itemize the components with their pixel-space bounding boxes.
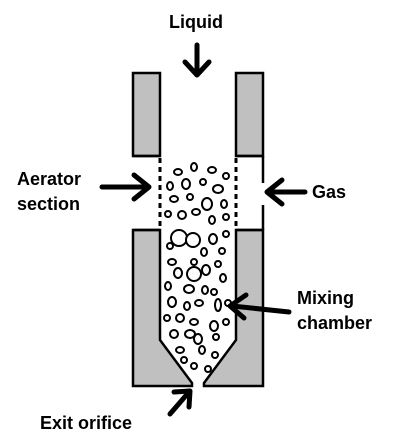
bubble — [167, 258, 177, 266]
bubble — [219, 273, 227, 283]
bubble — [200, 247, 208, 257]
bubble — [189, 318, 199, 326]
gas-arrow — [264, 177, 308, 207]
bubble — [184, 329, 196, 339]
bubble — [190, 258, 198, 266]
bubble — [210, 288, 218, 296]
bubble — [186, 266, 202, 282]
bubble — [164, 281, 172, 291]
bubble — [204, 365, 212, 373]
bubble — [177, 210, 187, 220]
liquid-arrow — [182, 42, 212, 78]
aerator-outer-walls — [133, 154, 265, 232]
bubble — [169, 329, 179, 339]
bubble — [201, 197, 213, 211]
aerator-section-label-line2: section — [17, 194, 81, 214]
bubble — [185, 232, 201, 248]
bubble — [199, 178, 207, 186]
bubble — [214, 260, 222, 268]
right-upper-wall — [234, 71, 265, 158]
bubble — [173, 267, 183, 279]
bubble — [180, 356, 188, 364]
bubble — [222, 172, 230, 180]
bubble — [166, 242, 174, 250]
bubble — [166, 181, 174, 191]
left-upper-wall — [131, 71, 162, 158]
bubble — [193, 333, 203, 345]
bubble — [190, 362, 198, 370]
aerator-arrow — [99, 172, 152, 202]
bubble — [175, 313, 185, 323]
mixing-chamber-label-line1: Mixing — [297, 288, 354, 308]
bubble — [209, 320, 219, 332]
bubble — [183, 301, 191, 311]
bubble — [218, 247, 226, 255]
bubble — [190, 162, 198, 172]
bubble — [208, 215, 216, 225]
bubble — [201, 264, 211, 276]
bubble — [214, 298, 222, 312]
exit-orifice-label: Exit orifice — [40, 413, 133, 433]
bubble — [212, 333, 220, 341]
bubble — [211, 351, 219, 359]
bubble — [222, 230, 230, 238]
bubble — [194, 299, 204, 307]
bubble — [167, 296, 177, 308]
bubble — [181, 178, 191, 190]
bubble — [212, 184, 224, 194]
bubble — [201, 285, 209, 295]
bubble — [207, 166, 217, 174]
bubble — [183, 284, 195, 294]
bubble — [164, 210, 172, 218]
bubble — [208, 233, 218, 245]
bubble — [169, 195, 179, 203]
mixing-chamber-label-line2: chamber — [297, 313, 373, 333]
aerator-perforated-walls — [158, 158, 238, 228]
bubble — [175, 346, 185, 354]
gas-bubbles — [163, 162, 232, 373]
aerator-section-label-line1: Aerator — [17, 169, 82, 189]
exit-orifice-arrow — [167, 388, 193, 417]
bubble — [220, 199, 228, 209]
bubble — [191, 208, 201, 216]
bubble — [173, 168, 183, 176]
bubble — [186, 193, 194, 201]
gas-label: Gas — [312, 182, 347, 202]
liquid-label: Liquid — [169, 12, 223, 32]
bubble — [198, 345, 206, 355]
bubble — [163, 314, 171, 322]
bubble — [222, 318, 230, 326]
mixing-chamber-arrow — [227, 292, 292, 321]
bubble — [170, 229, 188, 247]
bubble — [222, 213, 230, 221]
